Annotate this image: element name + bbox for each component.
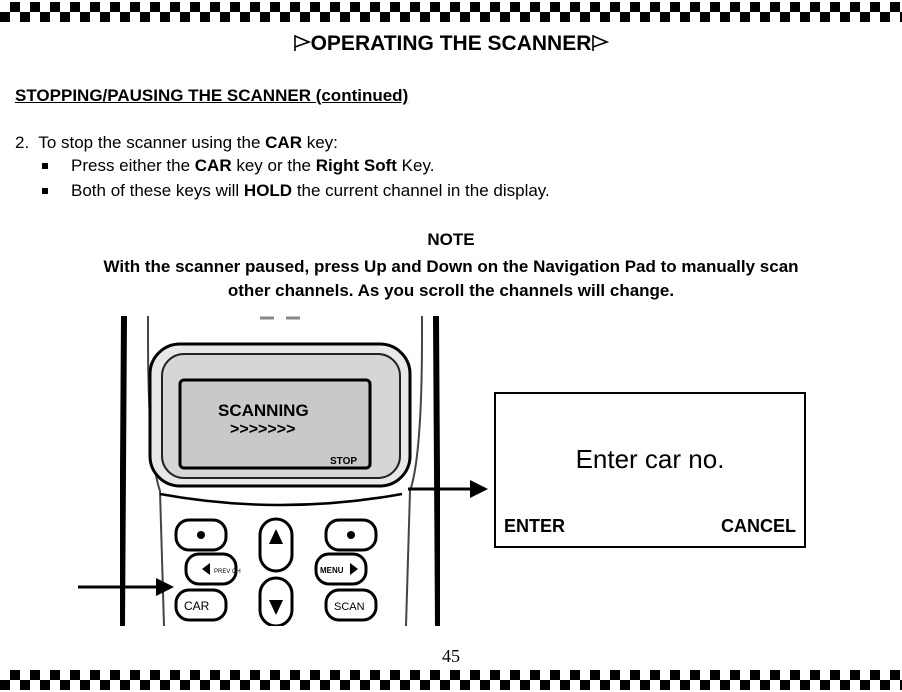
page-number: 45 <box>442 646 460 666</box>
screen-soft-stop: STOP <box>330 456 357 467</box>
step-text-after: key: <box>301 133 338 152</box>
key-scan-label: SCAN <box>334 601 365 613</box>
bullet-bold: CAR <box>194 156 232 175</box>
flag-icon <box>592 35 610 51</box>
arrow-right-icon <box>78 578 174 596</box>
display-panel: Enter car no. ENTER CANCEL <box>494 392 806 548</box>
step-number: 2. <box>15 133 30 152</box>
scanner-device-illustration: SCANNING >>>>>>> STOP PREV CH MENU CAR S… <box>120 316 440 626</box>
checkered-border-top <box>0 2 902 22</box>
bullet-bold: HOLD <box>243 181 293 200</box>
bullet-text: Key. <box>396 156 435 175</box>
note-line: With the scanner paused, press Up and Do… <box>103 257 799 276</box>
step-key: CAR <box>265 133 302 152</box>
key-prev-label: PREV CH <box>214 569 241 575</box>
key-car-label: CAR <box>184 599 210 613</box>
screen-text-scanning: SCANNING <box>218 401 309 420</box>
bullet-text: key or the <box>231 156 316 175</box>
bullet-text: the current channel in the display. <box>292 181 550 200</box>
note-heading: NOTE <box>427 230 475 249</box>
bullet-text: Both of these keys will <box>71 181 244 200</box>
bullet-bold: Right Soft <box>315 156 397 175</box>
bullet-list: Press either the CAR key or the Right So… <box>40 156 550 206</box>
section-subtitle: STOPPING/PAUSING THE SCANNER (continued) <box>15 86 409 105</box>
cancel-softkey-label: CANCEL <box>721 516 796 536</box>
note-body: With the scanner paused, press Up and Do… <box>10 255 892 303</box>
display-prompt: Enter car no. <box>575 444 725 474</box>
page-title-text: OPERATING THE SCANNER <box>310 32 592 55</box>
list-item: Both of these keys will HOLD the current… <box>40 181 550 206</box>
key-menu-label: MENU <box>320 566 344 575</box>
enter-softkey-label: ENTER <box>504 516 566 536</box>
flag-icon <box>293 35 311 51</box>
arrow-right-icon <box>408 480 488 498</box>
screen-text-arrows: >>>>>>> <box>230 421 295 438</box>
list-item: Press either the CAR key or the Right So… <box>40 156 550 181</box>
page-title: OPERATING THE SCANNER <box>0 32 902 56</box>
step-instruction: 2. To stop the scanner using the CAR key… <box>15 133 338 153</box>
step-text-before: To stop the scanner using the <box>38 133 266 152</box>
bullet-text: Press either the <box>71 156 195 175</box>
note-line: other channels. As you scroll the channe… <box>227 281 675 300</box>
checkered-border-bottom <box>0 670 902 690</box>
